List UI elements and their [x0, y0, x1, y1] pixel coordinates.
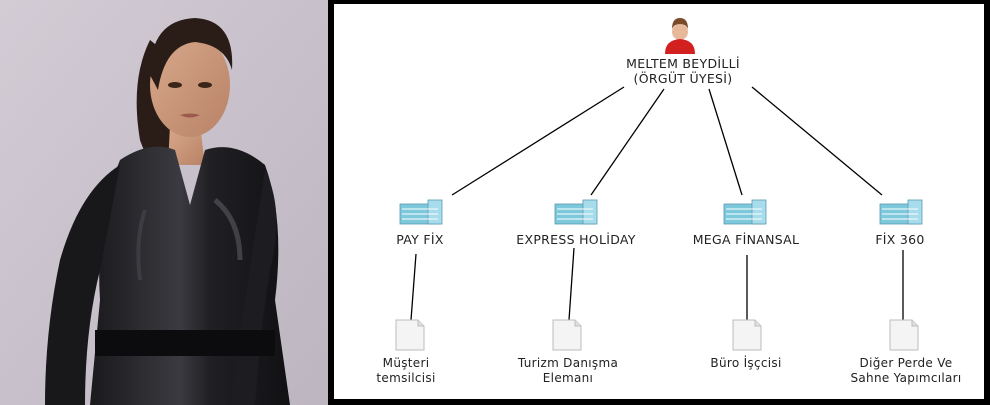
diagram-frame: MELTEM BEYDİLLİ (ÖRGÜT ÜYESİ) PAY FİX EX…: [328, 0, 990, 405]
company-label: FİX 360: [875, 232, 925, 247]
connector-line: [751, 86, 883, 196]
document-icon: [889, 319, 919, 351]
job-label-line2: Sahne Yapımcıları: [850, 371, 962, 385]
company-label: EXPRESS HOLİDAY: [516, 232, 636, 247]
job-label-line1: Büro İşçcisi: [710, 356, 782, 370]
root-name: MELTEM BEYDİLLİ: [626, 56, 740, 71]
root-role: (ÖRGÜT ÜYESİ): [633, 71, 733, 86]
person-icon: [665, 18, 695, 54]
connector-line: [568, 247, 575, 321]
building-icon: [554, 199, 598, 225]
company-label: MEGA FİNANSAL: [692, 232, 800, 247]
document-icon: [552, 319, 582, 351]
job-label-line1: Turizm Danışma: [517, 356, 619, 370]
connector-line: [451, 86, 625, 196]
org-diagram: MELTEM BEYDİLLİ (ÖRGÜT ÜYESİ) PAY FİX EX…: [334, 4, 984, 399]
connector-lines: [395, 18, 923, 351]
job-label-line1: Müşteri: [382, 356, 430, 370]
connector-line: [410, 253, 417, 321]
company-label: PAY FİX: [396, 232, 444, 247]
connector-line: [708, 88, 743, 196]
document-icon: [732, 319, 762, 351]
building-icon: [723, 199, 767, 225]
job-label-line2: Elemanı: [542, 371, 594, 385]
document-icon: [395, 319, 425, 351]
building-icon: [879, 199, 923, 225]
building-icon: [399, 199, 443, 225]
connector-line: [590, 88, 665, 196]
portrait-illustration: [0, 0, 328, 405]
portrait-photo: [0, 0, 328, 405]
job-label-line2: temsilcisi: [376, 371, 436, 385]
job-label-line1: Diğer Perde Ve: [859, 356, 953, 370]
